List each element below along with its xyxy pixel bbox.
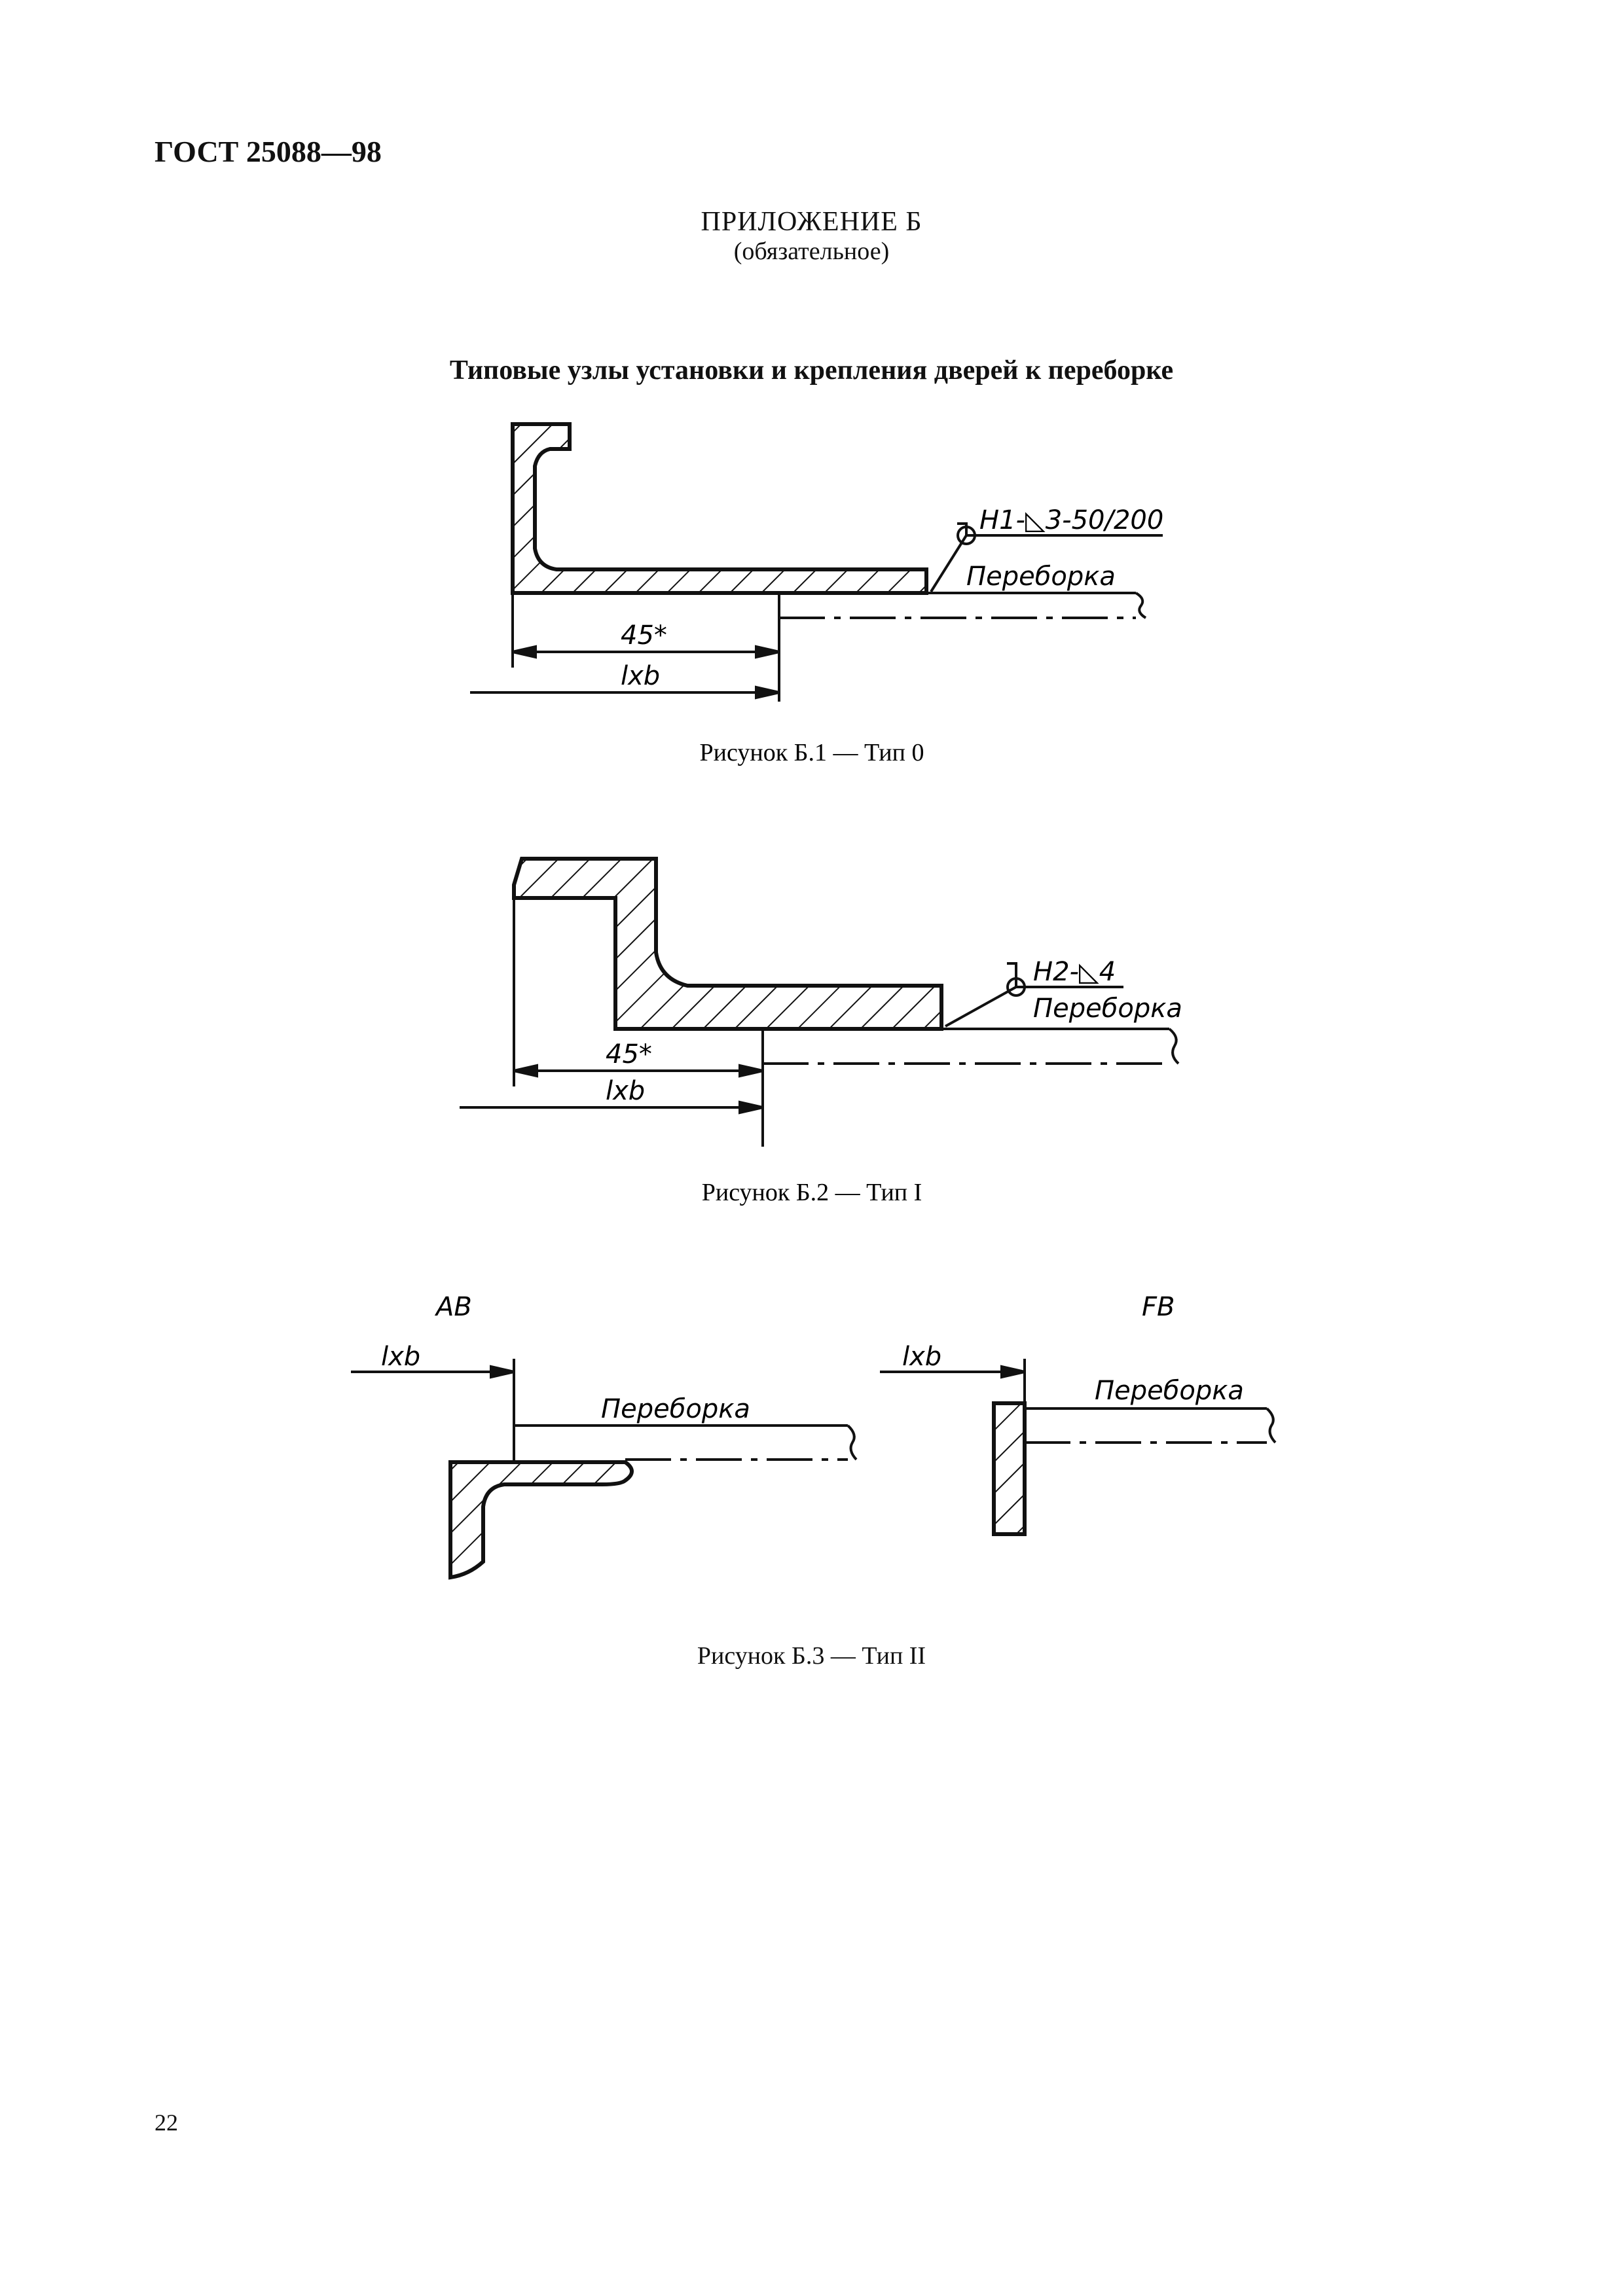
page-number: 22 <box>155 2109 178 2136</box>
figure-3-right-drawing: FB lxb Переборка <box>880 1292 1277 1536</box>
figure-1-drawing: H1-◺3-50/200 Переборка 45* lxb <box>470 422 1163 702</box>
appendix-note: (обязательное) <box>733 238 890 265</box>
fig2-dim-45: 45* <box>606 1039 652 1069</box>
fig1-dimension-lines <box>470 593 780 700</box>
fig1-weld-label: H1-◺3-50/200 <box>979 505 1163 535</box>
fig3-angle-section <box>448 1460 634 1580</box>
fig2-weld-label: H2-◺4 <box>1033 957 1116 987</box>
fig3-caption: Рисунок Б.3 — Тип II <box>697 1642 926 1670</box>
fig3-flat-bar-section <box>992 1401 1027 1536</box>
fig2-dim-lxb: lxb <box>606 1076 645 1106</box>
fig1-bulkhead-plate <box>778 592 1147 702</box>
fig3-right-dim-lxb: lxb <box>902 1342 941 1372</box>
fig2-caption: Рисунок Б.2 — Тип I <box>702 1179 922 1206</box>
fig3-left-dim-lxb: lxb <box>381 1342 420 1372</box>
fig1-caption: Рисунок Б.1 — Тип 0 <box>700 739 924 766</box>
fig2-bulkhead-plate <box>513 898 1180 1147</box>
fig1-profile-section <box>511 422 928 595</box>
fig1-bulkhead-label: Переборка <box>966 562 1116 592</box>
fig3-fb-label: FB <box>1142 1292 1175 1322</box>
fig1-weld-leader <box>930 522 1163 593</box>
appendix-title: ПРИЛОЖЕНИЕ Б <box>701 207 922 237</box>
fig1-dim-lxb: lxb <box>621 661 660 691</box>
fig1-dim-45: 45* <box>621 620 667 651</box>
figure-2-drawing: H2-◺4 Переборка 45* lxb <box>460 857 1182 1147</box>
fig2-bulkhead-label: Переборка <box>1033 994 1182 1024</box>
fig2-profile-section <box>512 857 943 1031</box>
fig3-left-bulkhead-label: Переборка <box>601 1394 750 1424</box>
figure-3-left-drawing: AB lxb Переборка <box>351 1292 858 1580</box>
document-code: ГОСТ 25088—98 <box>155 135 382 168</box>
fig3-right-bulkhead-label: Переборка <box>1095 1376 1244 1406</box>
fig2-dimension-lines <box>460 1064 763 1115</box>
fig3-ab-label: AB <box>434 1292 472 1322</box>
fig2-weld-leader <box>945 962 1123 1028</box>
section-title: Типовые узлы установки и крепления двере… <box>449 355 1174 386</box>
